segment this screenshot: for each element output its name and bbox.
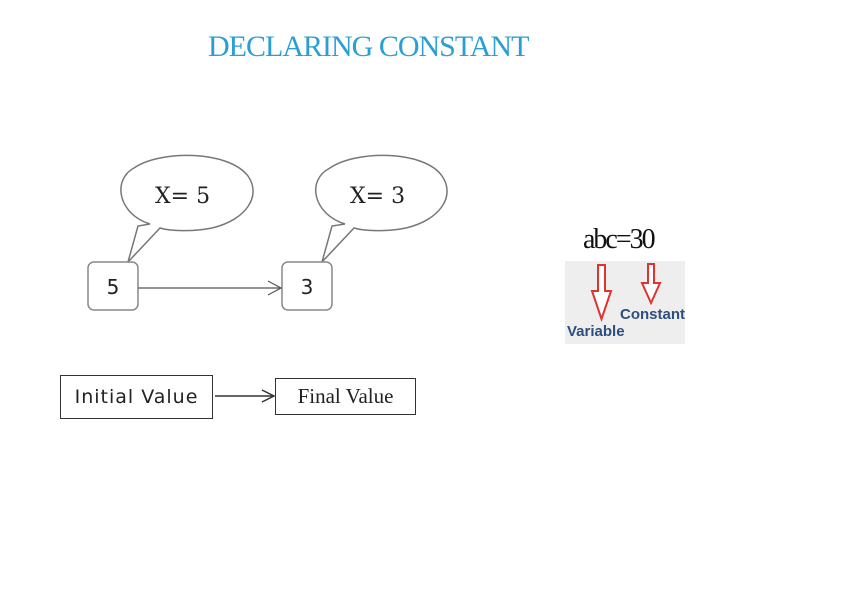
bubble-text-left: X= 5 [155,184,211,209]
value-box-left [87,261,139,311]
value-box-left-text: 5 [106,275,120,299]
constant-label: Constant [620,306,685,323]
constant-expression: abc=30 [583,224,656,255]
red-down-arrows [590,263,662,323]
variable-label: Variable [567,323,625,340]
bubble-text-right: X= 3 [350,184,406,209]
page-title: DECLARING CONSTANT [208,30,529,63]
transition-arrowhead [267,280,283,296]
value-box-right-text: 3 [300,275,314,299]
value-box-right [281,261,333,311]
variable-arrow-icon [590,264,613,323]
speech-bubble-right [314,154,448,263]
variable-constant-graphic [565,261,685,344]
initial-value-box: Initial Value [60,375,213,419]
final-value-box: Final Value [275,378,416,415]
constant-arrow-icon [640,263,662,306]
speech-bubble-left [120,154,254,263]
label-arrowhead [261,389,276,403]
